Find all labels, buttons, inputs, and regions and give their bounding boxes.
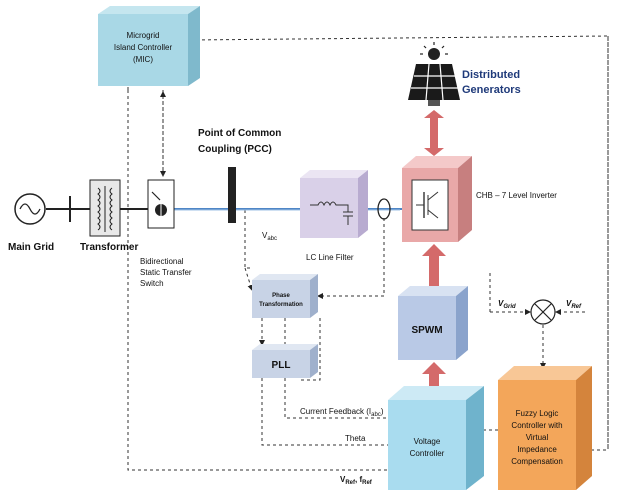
- pcc-label-2: Coupling (PCC): [198, 144, 272, 155]
- voltage-label-1: Voltage: [414, 437, 441, 446]
- distributed-label-2: Generators: [462, 84, 521, 96]
- vabc-label: Vabc: [262, 231, 277, 242]
- vgrid-label: VGrid: [498, 299, 516, 310]
- voltage-controller-block: Voltage Controller: [388, 386, 484, 490]
- inductor-capacitor-icon: [310, 201, 353, 225]
- theta-label: Theta: [345, 434, 366, 443]
- current-feedback-label: Current Feedback (Iabc): [300, 407, 384, 418]
- switch-label-1: Bidirectional: [140, 257, 184, 266]
- mic-block: Microgrid Island Controller (MIC): [98, 6, 200, 86]
- transformer-icon: [89, 179, 121, 237]
- distributed-label-1: Distributed: [462, 69, 520, 81]
- vref-fref-label: VRef, fRef: [340, 475, 373, 486]
- phase-transform-block: Phase Transformation: [252, 274, 318, 318]
- current-sensor-icon: [377, 198, 391, 220]
- fuzzy-label-4: Impedance: [517, 445, 557, 454]
- lc-filter-block: [300, 170, 368, 238]
- pcc-label-1: Point of Common: [198, 128, 281, 139]
- mic-label-2: Island Controller: [114, 43, 173, 52]
- switch-label-2: Static Transfer: [140, 268, 192, 277]
- fuzzy-label-3: Virtual: [526, 433, 549, 442]
- pll-block: PLL: [252, 344, 318, 378]
- spwm-block: SPWM: [398, 286, 468, 360]
- fuzzy-label-2: Controller with: [511, 421, 562, 430]
- control-lines: [125, 35, 609, 473]
- fuzzy-label-5: Compensation: [511, 457, 563, 466]
- vref-label: VRef: [566, 299, 582, 310]
- power-arrows: [422, 110, 446, 392]
- chb-label: CHB – 7 Level Inverter: [476, 191, 557, 200]
- fuzzy-block: Fuzzy Logic Controller with Virtual Impe…: [498, 366, 592, 490]
- igbt-icon: [411, 179, 449, 231]
- voltage-label-2: Controller: [410, 449, 445, 458]
- pcc-bar: [228, 167, 236, 223]
- lc-filter-label: LC Line Filter: [306, 253, 354, 262]
- spwm-label: SPWM: [411, 325, 442, 336]
- switch-label-3: Switch: [140, 279, 164, 288]
- mic-label-1: Microgrid: [127, 31, 160, 40]
- phase-label-1: Phase: [272, 293, 290, 299]
- switch-icon: [147, 179, 175, 229]
- chb-block: [402, 156, 472, 242]
- ac-source-icon: [14, 193, 46, 225]
- pll-label: PLL: [272, 360, 291, 371]
- main-grid-label: Main Grid: [8, 242, 54, 253]
- solar-panel-icon: [408, 42, 460, 106]
- fuzzy-label-1: Fuzzy Logic: [516, 409, 559, 418]
- phase-label-2: Transformation: [259, 302, 303, 308]
- mic-label-3: (MIC): [133, 55, 153, 64]
- transformer-label: Transformer: [80, 242, 138, 253]
- summing-junction-icon: [530, 299, 556, 325]
